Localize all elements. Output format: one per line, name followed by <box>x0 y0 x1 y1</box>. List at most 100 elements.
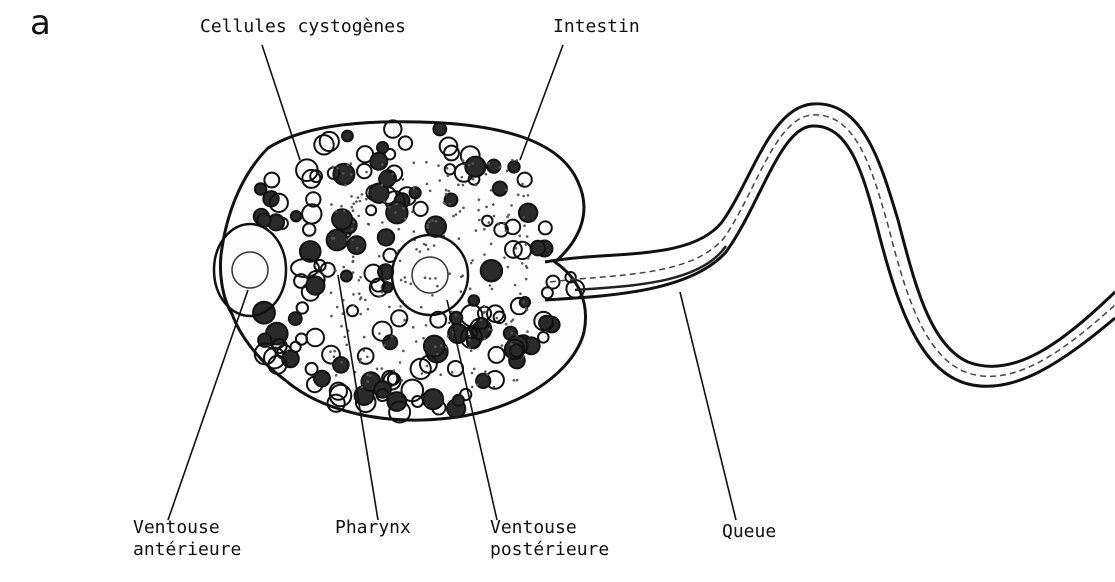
intestine-texture-dot <box>378 332 381 335</box>
intestine-texture-dot <box>351 239 354 242</box>
intestine-texture-dot <box>400 279 403 282</box>
cystogenic-cell <box>433 123 446 136</box>
intestine-texture-dot <box>402 178 405 181</box>
intestine-texture-dot <box>330 203 333 206</box>
intestine-texture-dot <box>336 167 339 170</box>
cystogenic-cell <box>508 161 519 172</box>
intestine-texture-dot <box>423 243 426 246</box>
intestine-texture-dot <box>333 355 336 358</box>
intestine-texture-dot <box>510 204 513 207</box>
intestine-texture-dot <box>440 344 443 347</box>
intestine-texture-dot <box>415 340 418 343</box>
intestine-texture-dot <box>404 218 407 221</box>
intestine-texture-dot <box>447 190 450 193</box>
intestine-texture-dot <box>491 288 494 291</box>
intestine-texture-dot <box>439 373 442 376</box>
label-oral-sucker-line2: antérieure <box>133 540 241 560</box>
intestine-texture-dot <box>468 339 471 342</box>
intestine-texture-dot <box>458 237 461 240</box>
intestine-texture-dot <box>483 253 486 256</box>
intestine-texture-dot <box>526 330 529 333</box>
label-ventral-sucker-line2: postérieure <box>490 540 609 560</box>
intestine-texture-dot <box>489 284 492 287</box>
intestine-texture-dot <box>359 313 362 316</box>
intestine-texture-dot <box>342 172 345 175</box>
intestine-texture-dot <box>515 247 518 250</box>
intestine-texture-dot <box>332 166 335 169</box>
intestine-texture-dot <box>366 373 369 376</box>
intestine-texture-dot <box>340 361 343 364</box>
intestine-texture-dot <box>507 266 510 269</box>
intestine-texture-dot <box>462 184 465 187</box>
intestine-texture-dot <box>523 355 526 358</box>
intestine-texture-dot <box>510 320 513 323</box>
intestine-texture-dot <box>428 221 431 224</box>
cystogenic-cell <box>481 260 502 281</box>
intestine-texture-dot <box>336 306 339 309</box>
intestine-texture-dot <box>488 328 491 331</box>
intestine-texture-dot <box>381 221 384 224</box>
intestine-texture-dot <box>342 266 345 269</box>
cystogenic-cell <box>476 374 490 388</box>
intestine-texture-dot <box>506 170 509 173</box>
intestine-texture-dot <box>446 167 449 170</box>
label-tail: Queue <box>722 522 776 542</box>
intestine-texture-dot <box>516 334 519 337</box>
cercaria-tail <box>545 104 1115 387</box>
intestine-texture-dot <box>424 276 427 279</box>
intestine-texture-dot <box>352 255 355 258</box>
intestine-texture-dot <box>395 203 398 206</box>
intestine-texture-dot <box>401 379 404 382</box>
intestine-texture-dot <box>329 351 332 354</box>
cystogenic-cell <box>510 344 523 357</box>
intestine-texture-dot <box>519 292 522 295</box>
intestine-texture-dot <box>485 173 488 176</box>
intestine-texture-dot <box>346 238 349 241</box>
intestine-texture-dot <box>359 298 362 301</box>
intestine-texture-dot <box>419 250 422 253</box>
intestine-texture-dot <box>399 305 402 308</box>
intestine-texture-dot <box>459 210 462 213</box>
intestine-texture-dot <box>517 193 520 196</box>
intestine-texture-dot <box>344 336 347 339</box>
intestine-texture-dot <box>434 277 437 280</box>
intestine-texture-dot <box>501 344 504 347</box>
intestine-texture-dot <box>381 367 384 370</box>
intestine-texture-dot <box>482 311 485 314</box>
intestine-texture-dot <box>340 325 343 328</box>
intestine-texture-dot <box>492 203 495 206</box>
intestine-texture-dot <box>422 337 425 340</box>
cystogenic-cell <box>469 295 480 306</box>
intestine-texture-dot <box>344 184 347 187</box>
intestine-texture-dot <box>350 162 353 165</box>
intestine-texture-dot <box>390 335 393 338</box>
intestine-texture-dot <box>426 365 429 368</box>
cystogenic-cell <box>386 202 407 223</box>
intestine-texture-dot <box>470 262 473 265</box>
intestine-texture-dot <box>469 335 472 338</box>
intestine-texture-dot <box>383 344 386 347</box>
cystogenic-cell <box>348 236 366 254</box>
intestine-texture-dot <box>366 356 369 359</box>
intestine-texture-dot <box>443 201 446 204</box>
intestine-texture-dot <box>484 370 487 373</box>
intestine-texture-dot <box>393 369 396 372</box>
intestine-texture-dot <box>365 198 368 201</box>
intestine-texture-dot <box>525 307 528 310</box>
intestine-texture-dot <box>378 255 381 258</box>
intestine-texture-dot <box>462 159 465 162</box>
intestine-texture-dot <box>435 220 438 223</box>
intestine-texture-dot <box>493 386 496 389</box>
intestine-texture-dot <box>471 386 474 389</box>
intestine-texture-dot <box>352 260 355 263</box>
cystogenic-cell <box>493 182 507 196</box>
leader-intestine <box>520 45 563 160</box>
cystogenic-cell <box>426 216 446 236</box>
cystogenic-cell <box>306 277 324 295</box>
intestine-texture-dot <box>358 292 361 295</box>
cystogenic-cell <box>327 230 348 251</box>
intestine-texture-dot <box>335 210 338 213</box>
intestine-texture-dot <box>499 166 502 169</box>
cystogenic-cell <box>487 160 500 173</box>
cystogenic-cell <box>423 389 443 409</box>
